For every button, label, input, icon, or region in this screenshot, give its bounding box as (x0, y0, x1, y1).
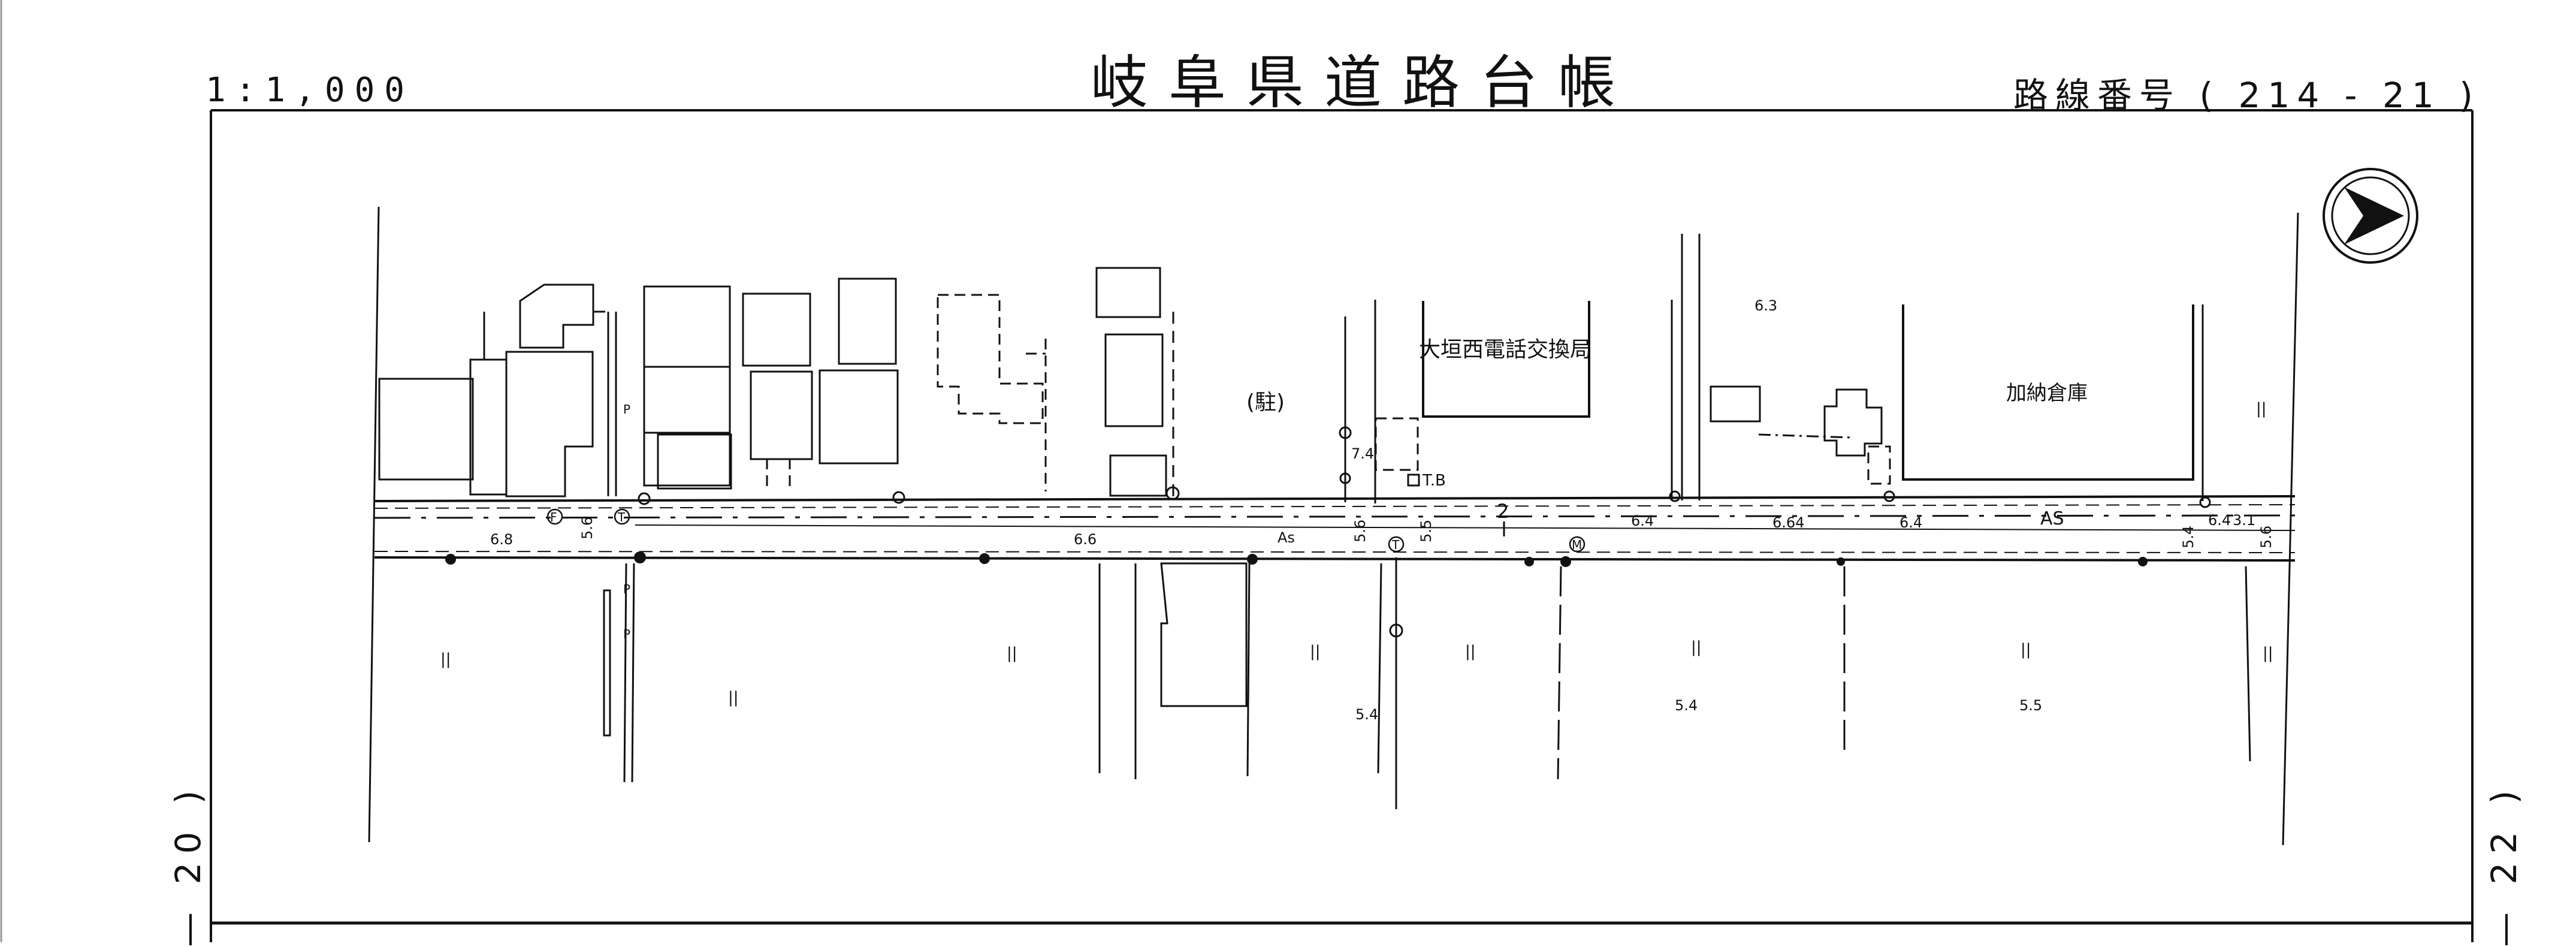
elevation-5-4-b: 5.4 (1355, 706, 1378, 723)
field-symbol: || (2256, 400, 2267, 418)
field-symbol: || (2263, 644, 2273, 662)
elevation-7-4: 7.4 (1351, 445, 1374, 462)
m-marker: M (1572, 538, 1582, 552)
surface-as-label-2: AS (2040, 508, 2064, 529)
scale-label: 1:1,000 (206, 71, 415, 110)
field-symbol: || (2021, 641, 2031, 659)
f-marker: F (550, 510, 557, 524)
route-number-label: 路線番号 (2013, 75, 2182, 116)
north-arrow-icon (2323, 168, 2418, 264)
width-3-1: 3.1 (2233, 512, 2255, 529)
elevation-6-4-a: 6.4 (1631, 512, 1654, 529)
route-number-value: ( 214 - 21 ) (2199, 75, 2480, 116)
survey-boundary (368, 206, 2299, 846)
field-symbol: || (1465, 643, 1476, 661)
buildings-north (378, 267, 1376, 503)
width-5-6-c: 5.6 (2258, 526, 2275, 548)
surface-as-label: As (1278, 529, 1295, 546)
width-5-6-b: 5.6 (1352, 520, 1369, 542)
warehouse-label: 加納倉庫 (2006, 381, 2088, 405)
small-houses (1710, 385, 1883, 457)
elevation-6-3: 6.3 (1754, 297, 1777, 314)
telephone-office-building (1374, 234, 1701, 503)
field-symbol: || (1310, 643, 1321, 661)
width-5-4: 5.4 (2180, 526, 2197, 548)
width-5-5: 5.5 (1418, 520, 1435, 542)
map-markers: T.B F T T M P P P (駐) (546, 390, 1586, 641)
route-number: 路線番号 ( 214 - 21 ) (2013, 67, 2480, 117)
elevation-5-5: 5.5 (2019, 697, 2042, 714)
page-title: 岐阜県道路台帳 (1091, 49, 1636, 116)
elevation-labels: 6.8 6.6 6.3 6.4 6.64 6.4 5.4 5.5 5.4 7.4 (490, 297, 2042, 723)
width-6-4: 6.4 (2208, 512, 2231, 529)
t-marker: T (617, 510, 626, 524)
elevation-5-4: 5.4 (1675, 697, 1698, 714)
road-posts (445, 551, 2148, 567)
warehouse-building (1902, 304, 2204, 501)
field-symbols: || || || || || || || || || (440, 400, 2273, 707)
road-labels: As AS 2 (1278, 500, 2064, 546)
elevation-6-6: 6.6 (1074, 531, 1097, 548)
t-marker-2: T (1391, 538, 1400, 552)
width-5-6-a: 5.6 (579, 517, 596, 539)
road-edges (374, 495, 2296, 562)
parking-label: (駐) (1246, 390, 1285, 415)
field-symbol: || (1691, 638, 1702, 656)
sheet-frame (0, 0, 2474, 942)
elevation-6-8: 6.8 (490, 531, 513, 548)
south-parcels (603, 557, 2251, 809)
elevation-6-64: 6.64 (1772, 514, 1804, 531)
telephone-office-label: 大垣西電話交換局 (1419, 337, 1591, 362)
field-symbol: || (440, 650, 451, 668)
station-number: 2 (1497, 500, 1509, 523)
width-labels: 5.6 5.6 5.5 5.4 6.4 3.1 5.6 (579, 512, 2275, 548)
p-marker-2: P (623, 582, 630, 596)
tb-marker: T.B (1422, 472, 1446, 490)
p-marker-1: P (623, 402, 630, 417)
elevation-6-4-b: 6.4 (1899, 514, 1922, 531)
p-marker-3: P (623, 627, 630, 641)
field-symbol: || (728, 689, 739, 707)
dashed-structures (766, 294, 1891, 491)
field-symbol: || (1007, 644, 1017, 662)
